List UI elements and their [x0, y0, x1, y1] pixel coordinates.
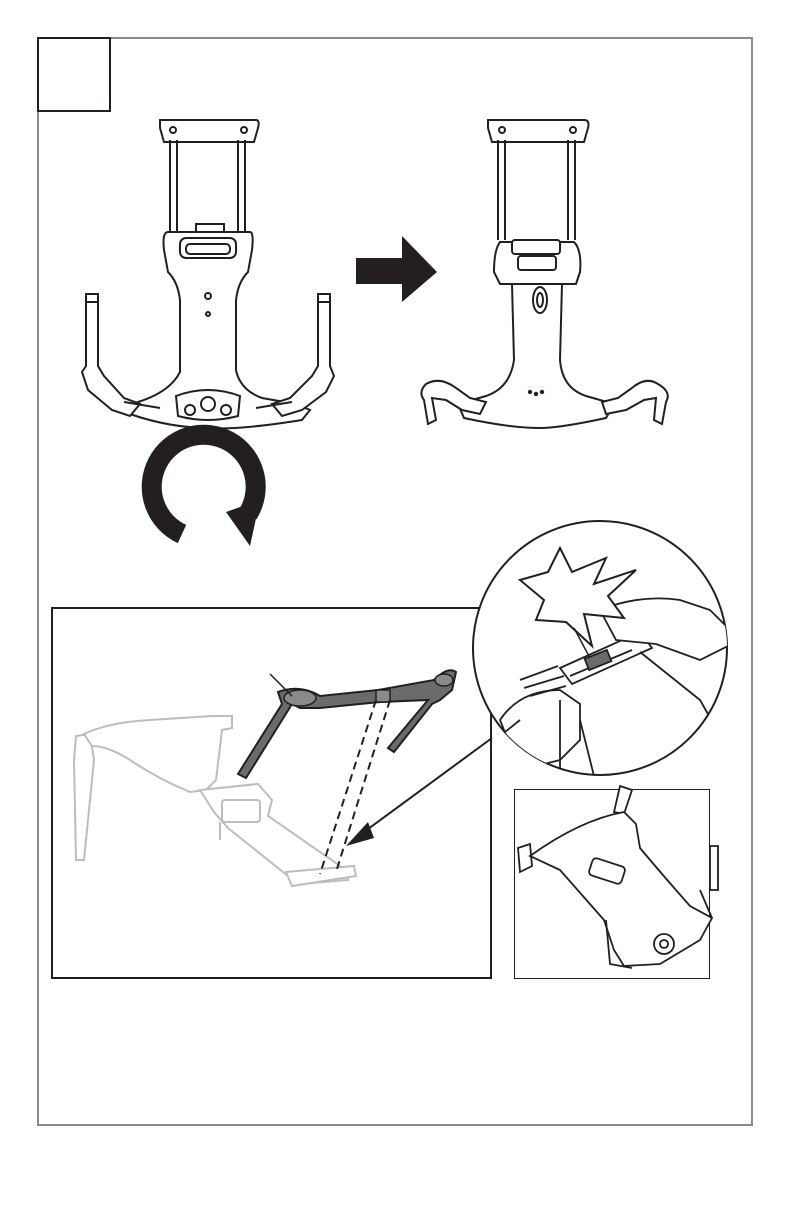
arrow-right-icon	[356, 236, 437, 302]
result-frame-view	[518, 786, 718, 968]
frame-rear-view	[82, 120, 334, 428]
click-zoom-view	[470, 521, 740, 800]
frame-front-view	[421, 120, 667, 428]
ghost-frame	[74, 716, 356, 886]
rotate-arrow-icon	[152, 435, 260, 546]
